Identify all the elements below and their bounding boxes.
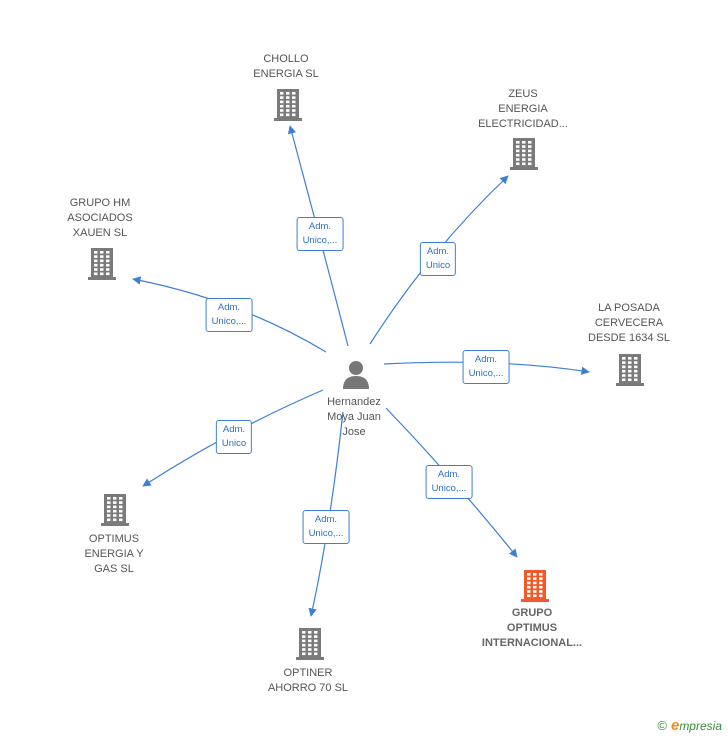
company-name-zeus[interactable]: ZEUS ENERGIA ELECTRICIDAD... xyxy=(478,88,568,130)
role-label-chollo[interactable]: Adm. Unico,... xyxy=(296,217,344,251)
brand-initial: e xyxy=(670,717,680,734)
role-label-zeus[interactable]: Adm. Unico xyxy=(419,242,457,276)
brand-name: mpresia xyxy=(679,719,722,733)
company-name-chollo[interactable]: CHOLLO ENERGIA SL xyxy=(253,53,319,80)
center-person-name[interactable]: Hernandez Moya Juan Jose xyxy=(327,396,381,438)
building-icon-optiner[interactable] xyxy=(294,626,326,665)
company-name-grupo-optimus[interactable]: GRUPO OPTIMUS INTERNACIONAL... xyxy=(481,607,583,649)
role-label-optiner[interactable]: Adm. Unico,... xyxy=(302,510,350,544)
company-name-optiner[interactable]: OPTINER AHORRO 70 SL xyxy=(267,667,349,694)
copyright-icon: © xyxy=(657,718,667,733)
company-name-grupo-hm[interactable]: GRUPO HM ASOCIADOS XAUEN SL xyxy=(67,197,133,239)
building-icon-la-posada[interactable] xyxy=(614,352,646,391)
empresia-brand: ©empresia xyxy=(657,717,722,734)
building-icon-zeus[interactable] xyxy=(508,136,540,175)
role-label-la-posada[interactable]: Adm. Unico,... xyxy=(462,350,510,384)
building-icon-grupo-optimus[interactable] xyxy=(519,568,551,607)
role-label-optimus-energia[interactable]: Adm. Unico xyxy=(215,420,253,454)
building-icon-chollo[interactable] xyxy=(272,87,304,126)
role-label-grupo-hm[interactable]: Adm. Unico,... xyxy=(205,298,253,332)
building-icon-optimus-energia[interactable] xyxy=(99,492,131,531)
company-name-la-posada[interactable]: LA POSADA CERVECERA DESDE 1634 SL xyxy=(588,302,670,344)
person-icon[interactable] xyxy=(341,359,371,394)
company-name-optimus-energia[interactable]: OPTIMUS ENERGIA Y GAS SL xyxy=(84,533,144,575)
role-label-grupo-optimus[interactable]: Adm. Unico,... xyxy=(425,465,473,499)
building-icon-grupo-hm[interactable] xyxy=(86,246,118,285)
